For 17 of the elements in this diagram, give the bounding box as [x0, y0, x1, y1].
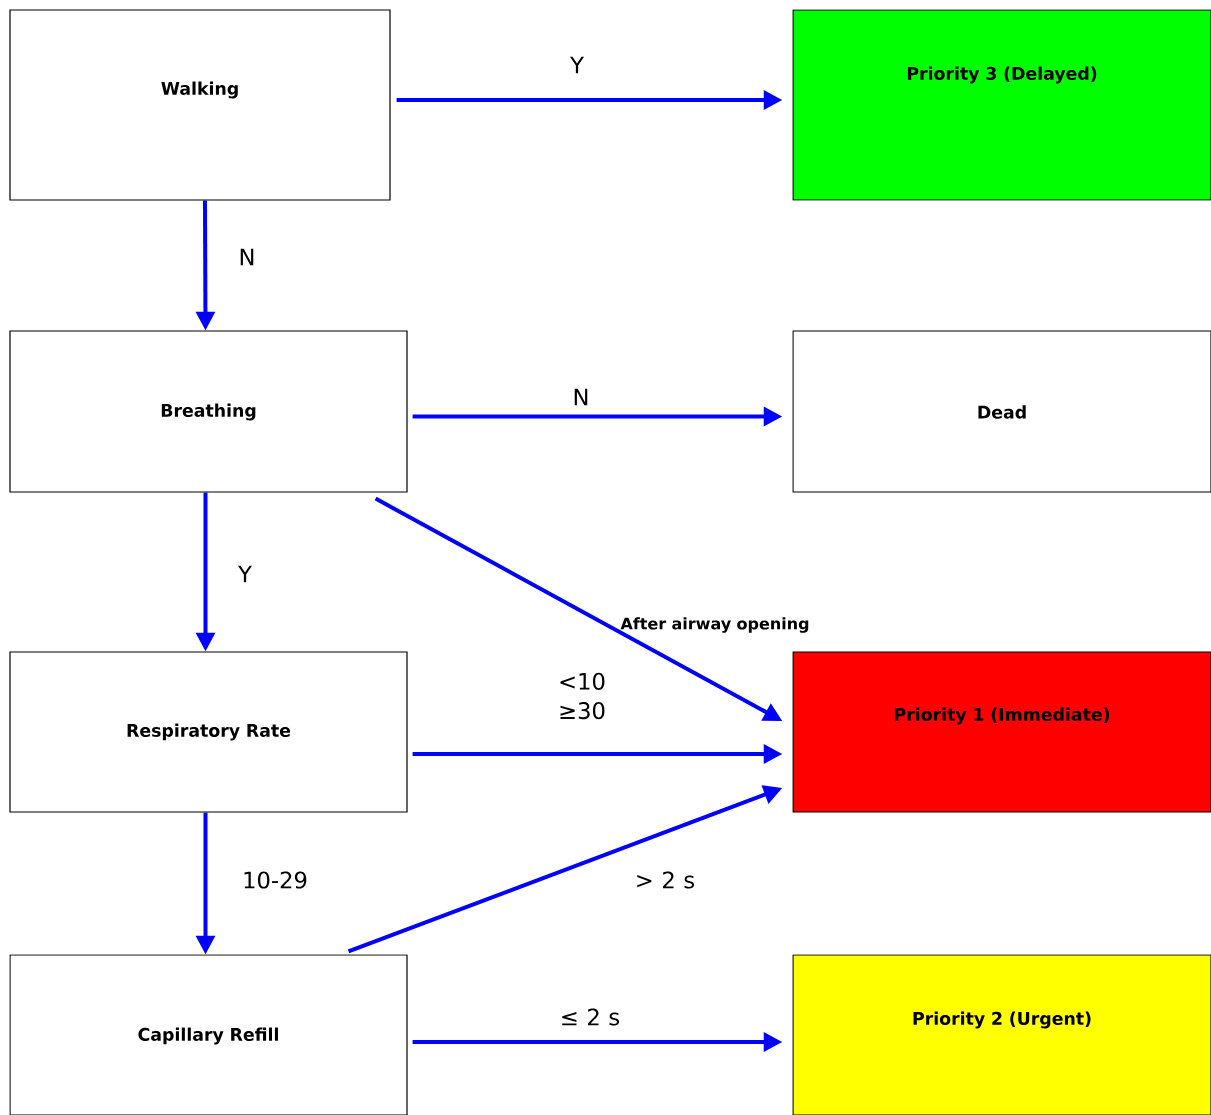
decision-box: Respiratory Rate	[9, 651, 408, 813]
edge-label: <10 ≥30	[560, 672, 605, 720]
edge-label: Y	[238, 565, 252, 583]
edge-label: > 2 s	[637, 871, 695, 889]
edge-label: After airway opening	[620, 617, 809, 633]
edge-label: Y	[570, 56, 584, 74]
outcome-box: Priority 2 (Urgent)	[792, 954, 1211, 1115]
edge-label: N	[240, 248, 254, 266]
decision-box: Dead	[792, 330, 1211, 493]
decision-box: Walking	[9, 9, 391, 201]
edge-label: 10-29	[244, 871, 307, 889]
outcome-box: Priority 1 (Immediate)	[792, 651, 1211, 813]
edge-label: ≤ 2 s	[562, 1008, 620, 1026]
decision-box: Breathing	[9, 330, 408, 493]
decision-box: Capillary Refill	[9, 954, 408, 1115]
edge-label: N	[574, 388, 588, 406]
outcome-box: Priority 3 (Delayed)	[792, 9, 1211, 201]
